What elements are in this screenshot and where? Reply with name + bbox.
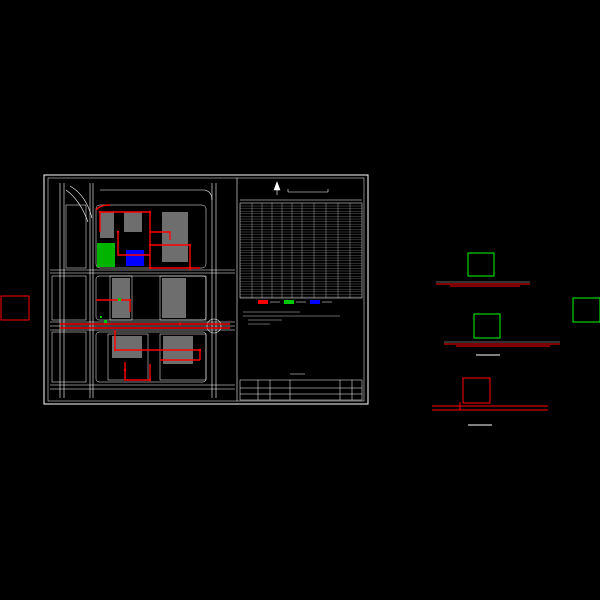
schedule-border [239, 202, 363, 299]
detail-1-green-box[interactable] [467, 252, 495, 277]
blue-zone [126, 250, 144, 266]
right-green-marker-box[interactable] [572, 297, 600, 323]
road-network [50, 183, 235, 398]
detail-3-lines [432, 402, 548, 411]
site-plan [50, 183, 235, 398]
detail-2-green-box[interactable] [473, 313, 501, 339]
green-zone [97, 243, 115, 267]
notes-block [243, 311, 340, 325]
sheet-inner-frame [47, 177, 365, 402]
schedule-panel [239, 181, 363, 401]
scale-bar [287, 189, 329, 193]
main-sheet [43, 174, 369, 405]
schedule-table [239, 202, 363, 299]
title-block [239, 373, 363, 401]
north-arrow [273, 181, 281, 195]
legend-swatch [284, 300, 294, 304]
detail-sections [432, 252, 560, 426]
detail-2-lines [444, 343, 560, 347]
detail-3-red-box[interactable] [462, 377, 491, 404]
manholes [98, 210, 202, 382]
block-outlines [51, 204, 207, 383]
legend-swatch [258, 300, 268, 304]
legend [258, 300, 332, 304]
detail-1-lines [436, 283, 530, 287]
sheet-outer-frame [43, 174, 369, 405]
legend-swatch [310, 300, 320, 304]
left-red-marker-box[interactable] [0, 295, 30, 321]
green-marks [100, 298, 121, 323]
